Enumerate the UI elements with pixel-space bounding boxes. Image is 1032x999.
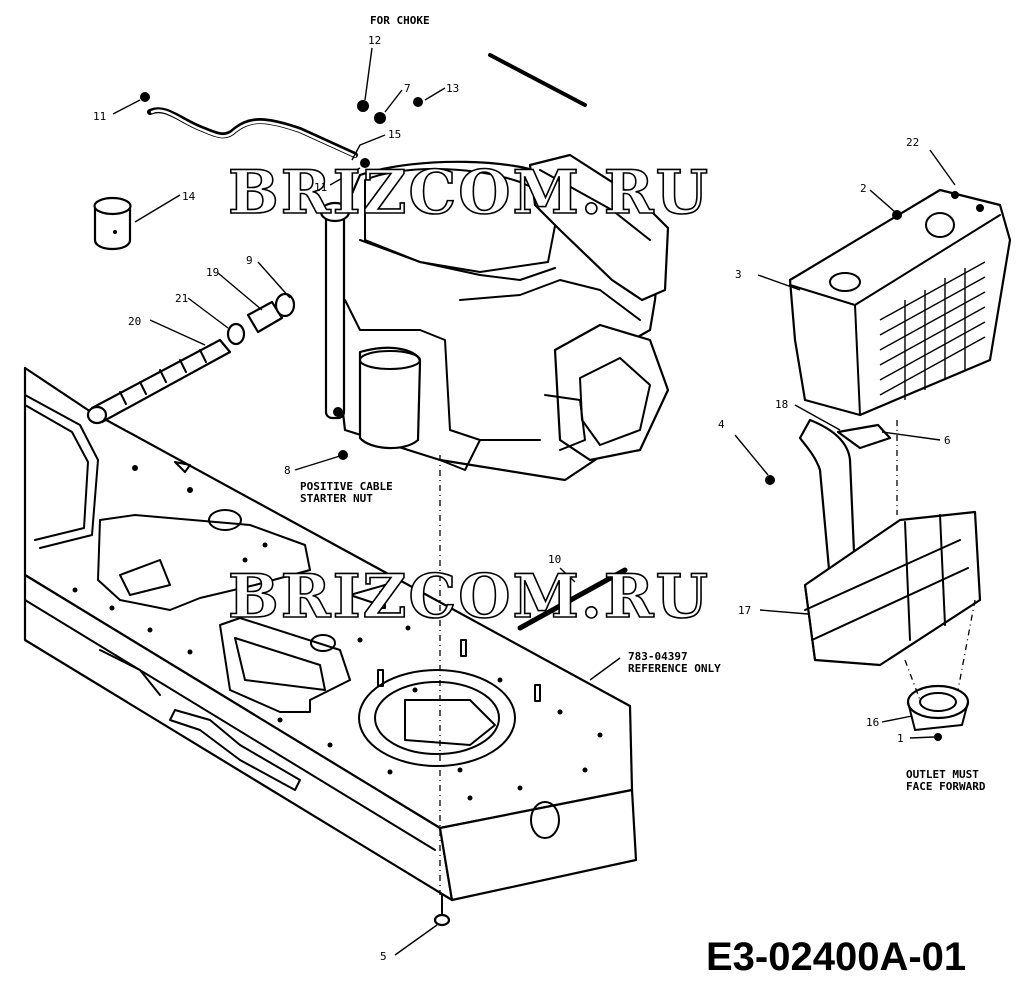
callout-3: 3 [735,268,742,281]
callout-12: 12 [368,34,381,47]
oil-drain-parts [86,292,296,425]
note-for-choke: FOR CHOKE [370,14,430,27]
leader-lines [112,47,956,956]
note-positive-cable: POSITIVE CABLE [300,480,393,493]
callout-22: 22 [906,136,919,149]
muffler [765,418,982,741]
callout-7: 7 [404,82,411,95]
diagram-code: E3-02400A-01 [706,935,966,979]
callout-17: 17 [738,604,751,617]
engine-assembly [319,153,670,482]
callout-10: 10 [548,553,561,566]
watermark-top: BRIZCOM.RU [228,158,710,228]
note-face-forward: FACE FORWARD [906,780,986,793]
callout-1: 1 [897,732,904,745]
callout-4: 4 [718,418,725,431]
note-outlet-must: OUTLET MUST [906,768,979,781]
callout-21: 21 [175,292,188,305]
note-starter-nut: STARTER NUT [300,492,373,505]
note-frame-part-number: 783-04397 [628,650,688,663]
callout-8: 8 [284,464,291,477]
heat-shield [788,188,1012,417]
callout-11-top: 11 [93,110,106,123]
tractor-frame [23,366,638,902]
callout-16: 16 [866,716,879,729]
callout-20: 20 [128,315,141,328]
callout-9: 9 [246,254,253,267]
callout-2: 2 [860,182,867,195]
callout-18: 18 [775,398,788,411]
watermark-middle: BRIZCOM.RU [228,562,710,632]
oil-filter [93,196,132,251]
callout-5: 5 [380,950,387,963]
callout-6-muffler: 6 [944,434,951,447]
callout-15: 15 [388,128,401,141]
callout-19: 19 [206,266,219,279]
callout-13: 13 [446,82,459,95]
callout-14: 14 [182,190,196,203]
callout-11-engine: 11 [314,181,327,194]
note-reference-only: REFERENCE ONLY [628,662,721,675]
